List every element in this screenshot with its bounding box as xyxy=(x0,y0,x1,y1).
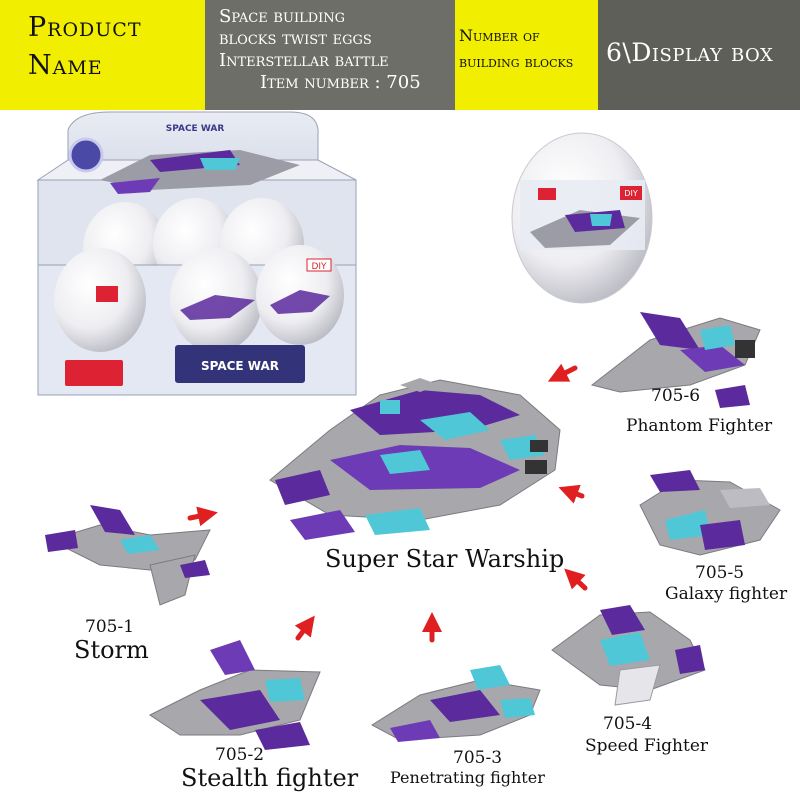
box-brand-small: SPACE WAR xyxy=(166,124,225,134)
model-code-705-4: 705-4 xyxy=(603,714,653,734)
box-title: SPACE WAR xyxy=(201,359,279,373)
galaxy-fighter-image xyxy=(639,470,781,556)
super-star-warship-image xyxy=(269,378,561,540)
model-name-705-6: Phantom Fighter xyxy=(626,416,773,436)
product-name-label-line1: Product xyxy=(28,12,142,43)
egg-diy-tag: DIY xyxy=(624,189,638,198)
model-code-705-1: 705-1 xyxy=(85,617,135,637)
arrow-from-705-5-icon xyxy=(558,484,585,504)
description-line2: blocks twist eggs xyxy=(219,28,372,49)
box-badge-icon xyxy=(68,137,104,173)
header-bar: Product Name Space building blocks twist… xyxy=(0,0,800,110)
product-name-label-line2: Name xyxy=(28,50,103,81)
model-name-705-4: Speed Fighter xyxy=(585,736,709,756)
model-name-705-3: Penetrating fighter xyxy=(390,768,545,787)
item-number: Item number : 705 xyxy=(260,72,421,93)
display-box-label: 6\Display box xyxy=(606,38,774,67)
main-model-name: Super Star Warship xyxy=(325,545,565,573)
speed-fighter-image xyxy=(551,605,706,706)
egg-logo-icon xyxy=(538,188,556,200)
description-line1: Space building xyxy=(219,6,346,27)
product-description-cell: Space building blocks twist eggs Interst… xyxy=(205,0,455,110)
penetrating-fighter-image xyxy=(371,665,541,742)
model-code-705-2: 705-2 xyxy=(215,745,265,765)
arrow-from-705-6-icon xyxy=(547,363,578,382)
display-box-cell: 6\Display box xyxy=(598,0,800,110)
arrow-from-705-4-icon xyxy=(564,568,588,591)
phantom-fighter-image xyxy=(590,312,761,408)
box-logo-icon xyxy=(96,286,118,302)
blocks-count-cell: Number of building blocks xyxy=(455,0,598,110)
model-name-705-1: Storm xyxy=(74,636,149,664)
box-title-banner xyxy=(175,345,305,383)
display-box-image: SPACE WAR DIY SPACE WAR xyxy=(36,111,357,396)
arrow-from-705-1-icon xyxy=(187,506,218,527)
blocks-label-line1: Number of xyxy=(459,26,540,45)
model-name-705-2: Stealth fighter xyxy=(181,764,359,792)
storm-image xyxy=(45,505,211,606)
blocks-label-line2: building blocks xyxy=(459,52,574,71)
box-top-ship-image xyxy=(100,150,300,194)
egg-capsule-image: DIY xyxy=(511,132,653,304)
model-code-705-3: 705-3 xyxy=(453,748,503,768)
description-line3: Interstellar battle xyxy=(219,50,389,71)
arrow-from-705-2-icon xyxy=(294,615,315,641)
stealth-fighter-image xyxy=(149,640,321,750)
arrows xyxy=(187,363,588,643)
model-code-705-5: 705-5 xyxy=(695,563,745,583)
product-name-cell: Product Name xyxy=(0,0,205,110)
box-diy-tag: DIY xyxy=(311,262,327,272)
model-name-705-5: Galaxy fighter xyxy=(665,584,788,604)
model-code-705-6: 705-6 xyxy=(651,386,701,406)
